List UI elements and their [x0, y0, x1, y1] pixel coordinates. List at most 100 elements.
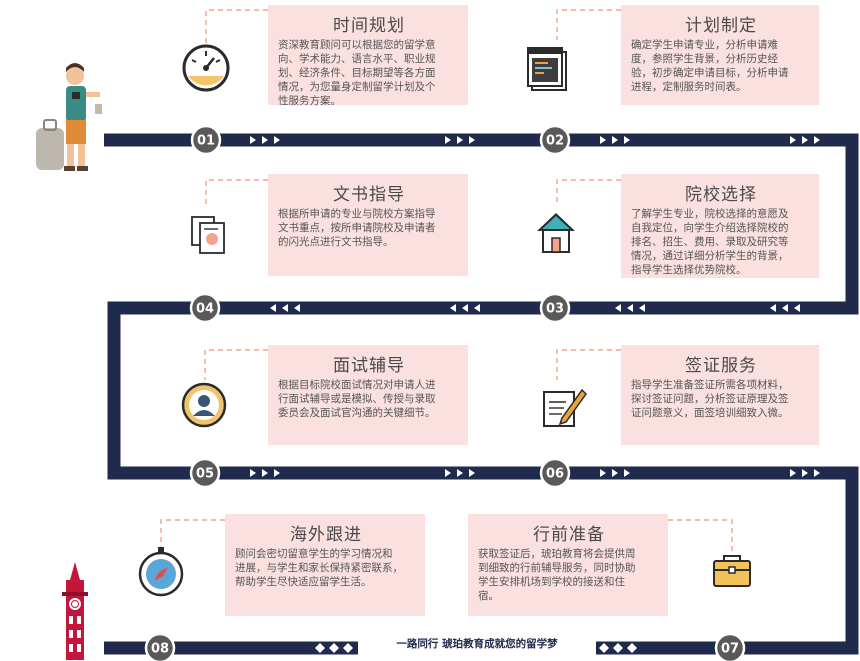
- track-arrow-icon: [790, 136, 796, 144]
- house-icon: [537, 213, 575, 253]
- track-arrow-icon: [294, 304, 300, 312]
- footer-strip: [358, 640, 596, 656]
- track-arrow-icon: [469, 469, 475, 477]
- connector-line: [204, 349, 268, 380]
- track-arrow-icon: [250, 136, 256, 144]
- diamond-ornament-icon: [343, 643, 353, 653]
- step-03-description: 了解学生专业，院校选择的意愿及 自我定位，向学生介绍选择院校的 排名、招生、费用…: [631, 207, 811, 277]
- step-03-card: 院校选择 了解学生专业，院校选择的意愿及 自我定位，向学生介绍选择院校的 排名、…: [621, 174, 819, 278]
- step-04-title: 文书指导: [333, 185, 405, 205]
- connector-line: [160, 519, 225, 548]
- track-arrow-icon: [802, 136, 808, 144]
- step-08-description: 顾问会密切留意学生的学习情况和 进展，与学生和家长保持紧密联系， 帮助学生尽快适…: [235, 547, 417, 589]
- track-arrow-icon: [445, 136, 451, 144]
- track-arrow-icon: [600, 469, 606, 477]
- step-07-line: 到细致的行前辅导服务，同时协助: [478, 562, 636, 574]
- step-05-line: 行面试辅导或是模拟、传授与录取: [278, 393, 436, 405]
- connector-line: [556, 349, 621, 380]
- step-01-line: 情况，为您量身定制留学计划及个: [278, 81, 436, 93]
- step-01-card: 时间规划 资深教育顾问可以根据您的留学意 向、学术能力、语言水平、职业规 划、经…: [268, 5, 468, 107]
- step-05-number: 05: [196, 467, 214, 482]
- connector-line: [205, 179, 268, 206]
- step-01-line: 性服务方案。: [278, 95, 341, 107]
- step-03-line: 自我定位，向学生介绍选择院校的: [631, 222, 789, 234]
- track-arrow-icon: [469, 136, 475, 144]
- step-07-description: 获取签证后，琥珀教育将会提供周 到细致的行前辅导服务，同时协助 学生安排机场到学…: [478, 547, 660, 603]
- step-03-number: 03: [546, 302, 564, 317]
- connector-line: [556, 179, 621, 206]
- code-window-icon: [527, 47, 567, 91]
- suitcase-icon: [713, 555, 751, 587]
- track-arrow-icon: [624, 136, 630, 144]
- step-06-card: 签证服务 指导学生准备签证所需各项材料， 探讨签证问题，分析签证原理及签 证问题…: [621, 345, 819, 445]
- documents-icon: [191, 216, 225, 254]
- step-01-line: 资深教育顾问可以根据您的留学意: [278, 39, 436, 51]
- step-01-number: 01: [197, 134, 215, 149]
- diamond-ornament-icon: [599, 643, 609, 653]
- track-arrow-icon: [474, 304, 480, 312]
- track-arrow-icon: [802, 469, 808, 477]
- step-08-title: 海外跟进: [290, 525, 362, 545]
- step-03-line: 指导学生选择优势院校。: [631, 264, 747, 276]
- track-arrow-icon: [274, 469, 280, 477]
- step-06-badge: 06: [539, 457, 571, 489]
- step-03-line: 排名、招生、费用、录取及研究等: [631, 236, 789, 248]
- step-04-number: 04: [196, 302, 214, 317]
- step-02-number: 02: [546, 134, 564, 149]
- step-08-card: 海外跟进 顾问会密切留意学生的学习情况和 进展，与学生和家长保持紧密联系， 帮助…: [225, 514, 425, 616]
- step-03-title: 院校选择: [685, 185, 757, 205]
- step-04-line: 文书重点，按所申请院校及申请者: [278, 222, 436, 234]
- track-arrow-icon: [639, 304, 645, 312]
- step-02-card: 计划制定 确定学生申请专业，分析申请难 度，参照学生背景，分析历史经 验，初步确…: [621, 5, 819, 105]
- footer-slogan: 一路同行 琥珀教育成就您的留学梦: [396, 638, 558, 650]
- step-08-line: 进展，与学生和家长保持紧密联系，: [235, 562, 403, 574]
- step-04-line: 根据所申请的专业与院校方案指导: [278, 208, 436, 220]
- step-08-line: 帮助学生尽快适应留学生活。: [235, 576, 372, 588]
- step-04-line: 的闪光点进行文书指导。: [278, 236, 394, 248]
- step-01-line: 向、学术能力、语言水平、职业规: [278, 53, 436, 65]
- step-02-line: 度，参照学生背景，分析历史经: [631, 53, 778, 65]
- step-08-badge: 08: [144, 632, 176, 661]
- track-arrow-icon: [612, 136, 618, 144]
- step-01-badge: 01: [190, 124, 222, 156]
- track-arrow-icon: [270, 304, 276, 312]
- track-arrow-icon: [600, 136, 606, 144]
- step-03-line: 情况，通过详细分析学生的背景，: [631, 250, 789, 262]
- dial-gauge-icon: [182, 44, 230, 92]
- connector-line: [205, 9, 268, 44]
- step-06-line: 指导学生准备签证所需各项材料，: [631, 379, 789, 391]
- track-arrow-icon: [624, 469, 630, 477]
- step-01-line: 划、经济条件、目标期望等各方面: [278, 67, 436, 79]
- step-05-title: 面试辅导: [333, 356, 405, 376]
- step-07-title: 行前准备: [533, 525, 605, 545]
- step-07-card: 行前准备 获取签证后，琥珀教育将会提供周 到细致的行前辅导服务，同时协助 学生安…: [468, 514, 668, 616]
- step-07-line: 学生安排机场到学校的接送和住: [478, 576, 625, 588]
- track-arrow-icon: [814, 469, 820, 477]
- step-07-line: 获取签证后，琥珀教育将会提供周: [478, 548, 636, 560]
- track-arrow-icon: [457, 469, 463, 477]
- diamond-ornament-icon: [315, 643, 325, 653]
- notepad-pencil-icon: [543, 388, 587, 427]
- step-02-line: 确定学生申请专业，分析申请难: [631, 39, 778, 51]
- big-ben-illustration: [62, 562, 88, 660]
- track-arrow-icon: [627, 304, 633, 312]
- track-arrow-icon: [612, 469, 618, 477]
- track-arrow-icon: [274, 136, 280, 144]
- diamond-ornament-icon: [329, 643, 339, 653]
- connector-line: [556, 9, 621, 40]
- track-arrow-icon: [782, 304, 788, 312]
- step-03-line: 了解学生专业，院校选择的意愿及: [631, 208, 789, 220]
- step-05-badge: 05: [189, 457, 221, 489]
- step-04-description: 根据所申请的专业与院校方案指导 文书重点，按所申请院校及申请者 的闪光点进行文书…: [278, 207, 460, 249]
- step-08-line: 顾问会密切留意学生的学习情况和: [235, 548, 393, 560]
- step-06-title: 签证服务: [685, 356, 757, 376]
- track-arrow-icon: [462, 304, 468, 312]
- track-arrow-icon: [615, 304, 621, 312]
- step-02-title: 计划制定: [685, 16, 757, 36]
- track-arrow-icon: [262, 136, 268, 144]
- step-04-badge: 04: [189, 292, 221, 324]
- step-05-description: 根据目标院校面试情况对申请人进 行面试辅导或是模拟、传授与录取 委员会及面试官沟…: [278, 378, 460, 420]
- track-arrow-icon: [282, 304, 288, 312]
- track-arrow-icon: [790, 469, 796, 477]
- step-05-line: 根据目标院校面试情况对申请人进: [278, 379, 436, 391]
